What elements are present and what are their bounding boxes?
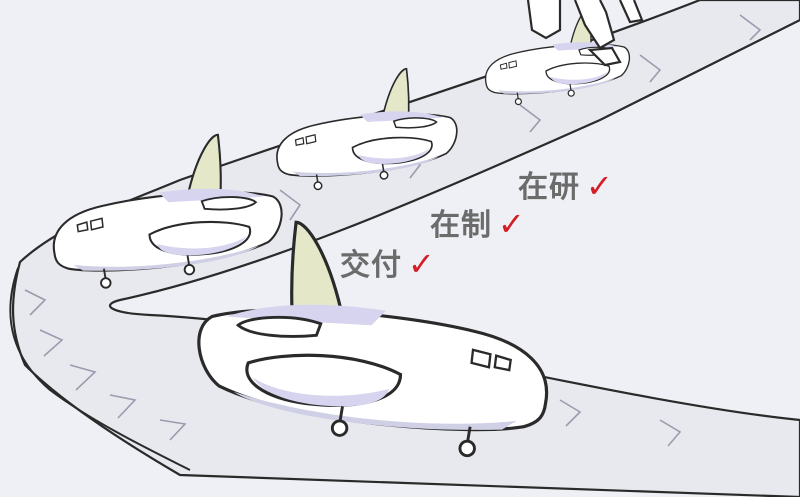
robotic-arm <box>526 0 644 67</box>
red-checkmark-icon: ✓ <box>586 167 614 205</box>
red-checkmark-icon: ✓ <box>498 205 526 243</box>
status-label-research: 在研✓ <box>518 162 614 206</box>
status-label-text: 交付 <box>340 248 402 283</box>
status-label-text: 在研 <box>518 170 580 205</box>
status-label-text: 在制 <box>430 208 492 243</box>
red-checkmark-icon: ✓ <box>408 245 436 283</box>
status-label-manufacturing: 在制✓ <box>430 200 526 244</box>
status-label-delivered: 交付✓ <box>340 240 436 284</box>
